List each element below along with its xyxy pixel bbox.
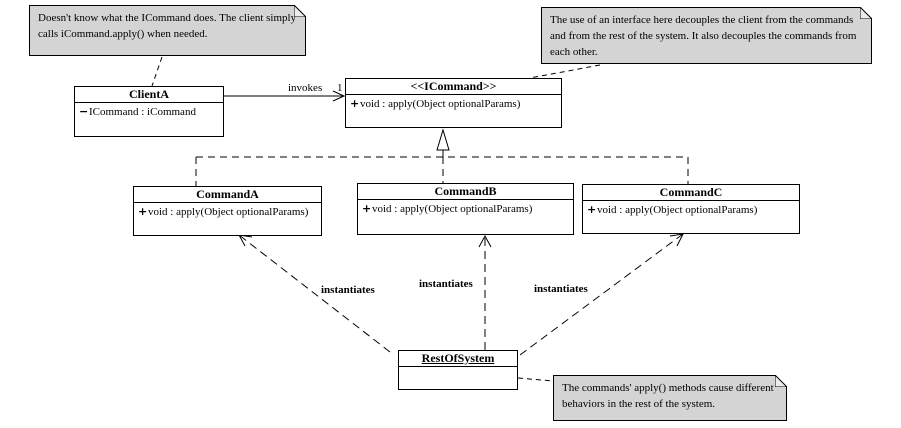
instantiates-label-a: instantiates [321, 284, 375, 296]
note-client-text: Doesn't know what the ICommand does. The… [38, 12, 297, 40]
interface-icommand: <<ICommand>> +void : apply(Object option… [345, 78, 562, 128]
public-visibility-icon: + [362, 202, 372, 215]
class-client-a-attribute: −ICommand : iCommand [75, 103, 223, 121]
class-command-b: CommandB +void : apply(Object optionalPa… [357, 183, 574, 235]
class-command-a-operation-text: void : apply(Object optionalParams) [148, 206, 309, 218]
class-command-b-name: CommandB [358, 184, 573, 200]
class-command-c-operation: +void : apply(Object optionalParams) [583, 201, 799, 219]
interface-icommand-operation: +void : apply(Object optionalParams) [346, 95, 561, 113]
realization-lines [195, 150, 689, 186]
class-client-a-name: ClientA [75, 87, 223, 103]
note-client: Doesn't know what the ICommand does. The… [29, 5, 306, 56]
public-visibility-icon: + [587, 203, 597, 216]
interface-icommand-name: <<ICommand>> [346, 79, 561, 95]
note-anchor-interface [529, 64, 601, 79]
note-rest-fold [775, 375, 787, 387]
invokes-arrowhead [332, 90, 346, 102]
note-interface: The use of an interface here decouples t… [541, 7, 872, 64]
class-command-c-name: CommandC [583, 185, 799, 201]
note-client-fold [294, 5, 306, 17]
class-command-c-operation-text: void : apply(Object optionalParams) [597, 204, 758, 216]
note-anchor-rest [517, 377, 554, 382]
private-visibility-icon: − [79, 105, 89, 118]
class-client-a: ClientA −ICommand : iCommand [74, 86, 224, 137]
class-rest-of-system: RestOfSystem [398, 350, 518, 390]
interface-icommand-operation-text: void : apply(Object optionalParams) [360, 98, 521, 110]
invokes-label: invokes [288, 82, 323, 94]
public-visibility-icon: + [350, 97, 360, 110]
note-rest-text: The commands' apply() methods cause diff… [562, 382, 774, 410]
note-interface-fold [860, 7, 872, 19]
realization-triangle [436, 128, 450, 151]
class-command-a-operation: +void : apply(Object optionalParams) [134, 203, 321, 221]
class-command-a-name: CommandA [134, 187, 321, 203]
invokes-multiplicity: 1 [337, 82, 343, 94]
instantiates-label-b: instantiates [419, 278, 473, 290]
note-anchor-client [151, 56, 163, 87]
public-visibility-icon: + [138, 205, 148, 218]
class-command-c: CommandC +void : apply(Object optionalPa… [582, 184, 800, 234]
instantiates-label-c: instantiates [534, 283, 588, 295]
note-rest: The commands' apply() methods cause diff… [553, 375, 787, 421]
class-command-b-operation: +void : apply(Object optionalParams) [358, 200, 573, 218]
class-client-a-attribute-text: ICommand : iCommand [89, 106, 196, 118]
class-command-b-operation-text: void : apply(Object optionalParams) [372, 203, 533, 215]
class-rest-of-system-name: RestOfSystem [399, 351, 517, 367]
class-command-a: CommandA +void : apply(Object optionalPa… [133, 186, 322, 236]
instantiates-lines [238, 233, 684, 356]
note-interface-text: The use of an interface here decouples t… [550, 14, 857, 58]
